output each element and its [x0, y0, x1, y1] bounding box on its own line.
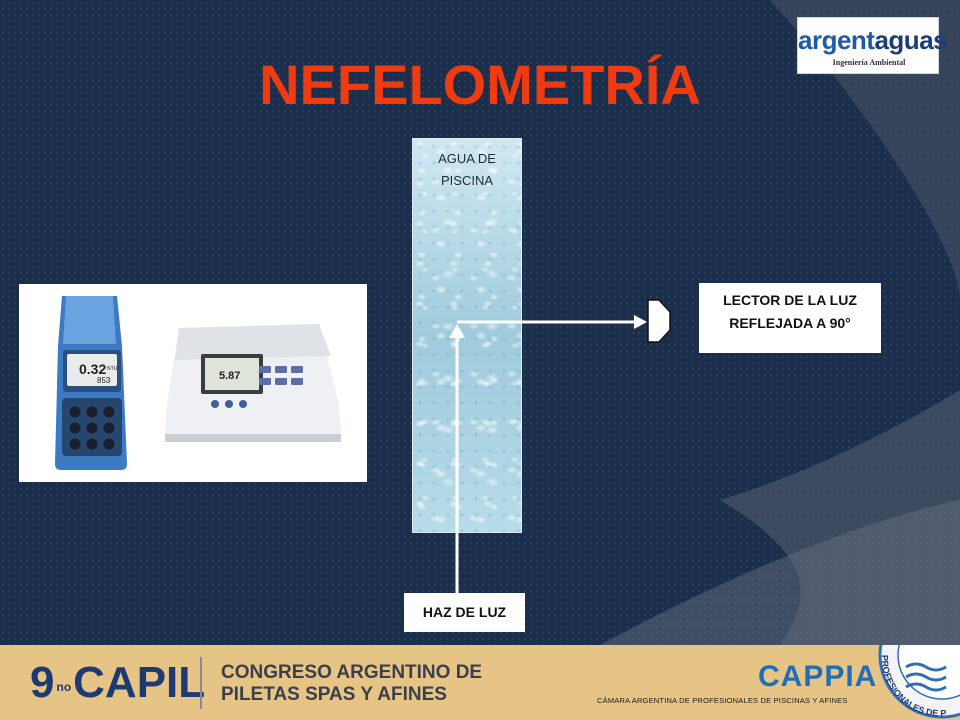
cappia-full-name: CÁMARA ARGENTINA DE PROFESIONALES DE PIS…	[597, 696, 848, 705]
light-sensor-icon	[647, 299, 671, 343]
detector-label: LECTOR DE LA LUZ REFLEJADA A 90°	[699, 283, 881, 353]
cappia-logo: CAPPIA	[758, 660, 878, 693]
bench-reading: 5.87	[219, 370, 240, 382]
bench-meter: 5.87	[165, 324, 341, 442]
argentaguas-logo: argentaguas Ingeniería Ambiental	[797, 17, 948, 74]
logo-part2: aguas	[874, 25, 948, 55]
cappia-seal: PROFESIONALES DE P	[878, 645, 960, 719]
light-beam-label: HAZ DE LUZ	[404, 593, 525, 632]
slide-title: NEFELOMETRÍA	[259, 53, 701, 116]
logo-subtitle: Ingeniería Ambiental	[832, 58, 906, 67]
footer-divider	[200, 657, 202, 709]
arrow-right-icon	[457, 315, 647, 329]
pool-water-column: AGUA DE PISCINA	[412, 138, 522, 533]
arrow-up-icon	[449, 324, 465, 593]
handheld-sub-reading: 853	[97, 376, 111, 385]
pool-water-label: AGUA DE PISCINA	[438, 151, 496, 188]
handheld-meter: 0.32 NTU 853	[55, 296, 127, 470]
handheld-reading: 0.32	[79, 361, 106, 377]
logo-part1: argent	[798, 25, 875, 55]
turbidimeter-illustration: 0.32 NTU 853 5.87	[55, 296, 341, 470]
congress-name: CONGRESO ARGENTINO DE PILETAS SPAS Y AFI…	[221, 662, 483, 705]
turbidimeter-photo: 0.32 NTU 853 5.87	[19, 284, 367, 482]
handheld-unit: NTU	[107, 366, 118, 372]
